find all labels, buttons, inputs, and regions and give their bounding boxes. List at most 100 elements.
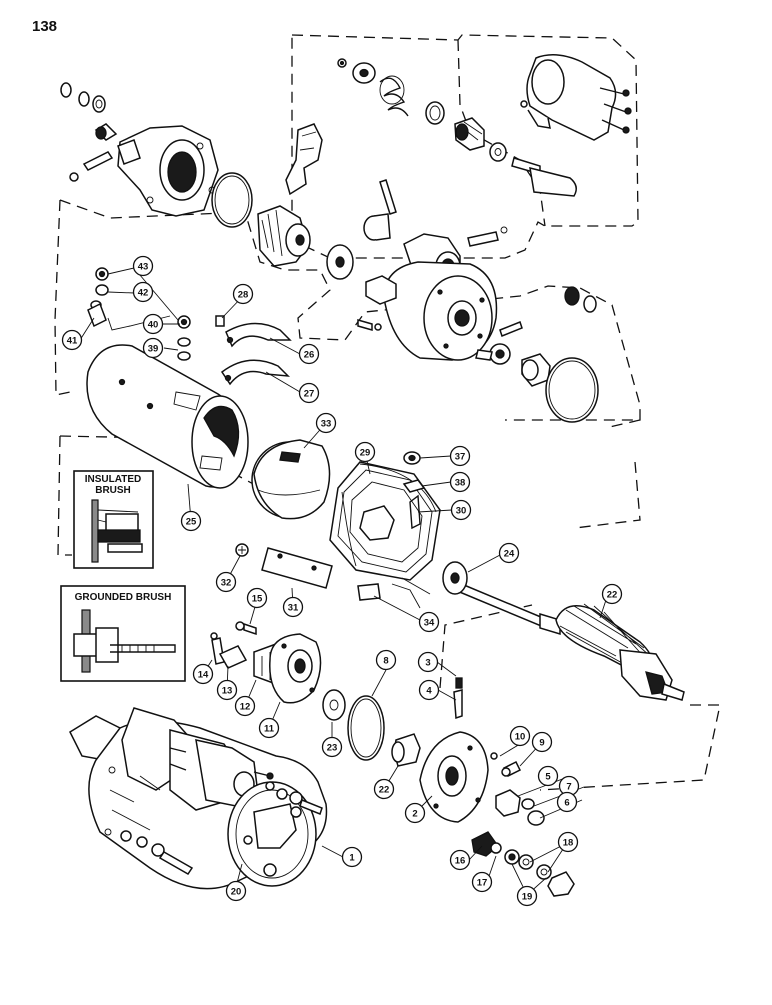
callout-9: 9	[531, 731, 553, 753]
svg-text:31: 31	[288, 603, 299, 614]
callout-16: 16	[449, 849, 471, 871]
armature	[449, 578, 685, 701]
group-outline-solenoid	[291, 34, 639, 259]
callout-33: 32	[215, 571, 237, 593]
starter-assembly	[69, 707, 328, 890]
callout-20: 20	[225, 880, 247, 902]
svg-text:39: 39	[148, 344, 159, 355]
pin-vertical	[379, 179, 397, 215]
o-ring-large	[545, 357, 599, 423]
svg-text:38: 38	[455, 478, 466, 489]
callout-14: 14	[192, 663, 214, 685]
screw-housing	[357, 319, 382, 331]
svg-text:17: 17	[477, 878, 488, 889]
callout-13: 13	[216, 679, 238, 701]
callout-5: 5	[537, 765, 559, 787]
page-number: 138	[32, 18, 58, 35]
svg-text:23: 23	[327, 743, 338, 754]
callout-19: 19	[516, 885, 538, 907]
commutator-end-plate	[419, 731, 489, 823]
washer-top	[352, 62, 376, 84]
svg-text:18: 18	[563, 838, 574, 849]
plunger-spring	[379, 75, 409, 117]
callout-38: 38	[449, 471, 471, 493]
insulated-brush-title-line1: INSULATED	[85, 474, 141, 485]
svg-text:28: 28	[238, 290, 249, 301]
callout-23: 22	[373, 778, 395, 800]
screw-9-washer-10	[490, 752, 522, 778]
svg-text:15: 15	[252, 594, 263, 605]
svg-text:20: 20	[231, 887, 242, 898]
svg-text:37: 37	[455, 452, 466, 463]
seal-ring	[425, 101, 445, 125]
svg-text:4: 4	[426, 686, 432, 697]
washer-drive	[326, 244, 354, 280]
drive-pinion	[257, 205, 311, 267]
svg-text:5: 5	[545, 772, 551, 783]
solenoid-switch	[520, 54, 632, 141]
insulated-brush-inset: INSULATED BRUSH	[73, 470, 154, 569]
svg-text:25: 25	[186, 517, 197, 528]
callout-29: 28	[232, 283, 254, 305]
svg-text:22: 22	[379, 785, 390, 796]
bushing-5-plug-6-7	[495, 789, 545, 826]
svg-text:34: 34	[424, 618, 435, 629]
callout-1: 1	[341, 846, 363, 868]
plunger-boot	[454, 117, 485, 151]
bushing-housing-left	[365, 275, 397, 305]
insulated-brush-title-line2: BRUSH	[95, 485, 131, 496]
o-ring-8	[347, 695, 385, 761]
svg-text:22: 22	[607, 590, 618, 601]
nut-washer-stack	[490, 842, 575, 897]
callout-17: 17	[471, 871, 493, 893]
insulator-strip	[261, 547, 333, 589]
svg-text:27: 27	[304, 389, 315, 400]
screw-33	[235, 543, 249, 557]
bushing-small	[94, 123, 118, 141]
svg-text:10: 10	[515, 732, 526, 743]
svg-text:11: 11	[264, 724, 275, 735]
svg-text:16: 16	[455, 856, 466, 867]
grounded-brush-title: GROUNDED BRUSH	[75, 592, 172, 603]
callouts: 43 42 41 40 39 28 26 27 25 33 29 37 38 3…	[61, 255, 623, 907]
svg-text:29: 29	[360, 448, 371, 459]
washer-plunger	[489, 142, 507, 162]
bolt-lower	[120, 830, 194, 875]
terminal-stud	[402, 451, 426, 493]
shaft-pin	[467, 226, 508, 247]
svg-text:33: 33	[321, 419, 332, 430]
nose-housing	[117, 125, 219, 217]
svg-text:6: 6	[564, 798, 569, 809]
callout-4: 4	[418, 679, 440, 701]
field-lead-upper	[225, 322, 292, 348]
brush-spring-13	[218, 645, 248, 669]
pin-left	[69, 151, 114, 182]
bolt-upper	[265, 781, 323, 815]
callout-10: 10	[509, 725, 531, 747]
callout-27: 26	[298, 343, 320, 365]
screw-14	[210, 632, 225, 665]
callout-34: 33	[315, 412, 337, 434]
brush-plate-11	[269, 633, 322, 704]
field-coil	[329, 461, 441, 609]
svg-text:9: 9	[539, 738, 544, 749]
svg-text:30: 30	[456, 506, 467, 517]
callout-8: 8	[375, 649, 397, 671]
svg-text:1: 1	[349, 853, 355, 864]
callout-24: 23	[321, 736, 343, 758]
field-lead-lower	[220, 359, 290, 386]
callout-6: 6	[556, 791, 578, 813]
nut-housing	[475, 343, 511, 365]
callout-18: 18	[557, 831, 579, 853]
svg-text:43: 43	[138, 262, 149, 273]
thrust-washer-25	[442, 561, 468, 595]
plug-3-pin-4	[453, 677, 463, 720]
callout-31: 30	[450, 499, 472, 521]
callout-42: 42	[132, 281, 154, 303]
svg-text:42: 42	[138, 288, 149, 299]
lever-housing	[383, 233, 498, 361]
svg-text:14: 14	[198, 670, 209, 681]
svg-text:3: 3	[425, 658, 430, 669]
